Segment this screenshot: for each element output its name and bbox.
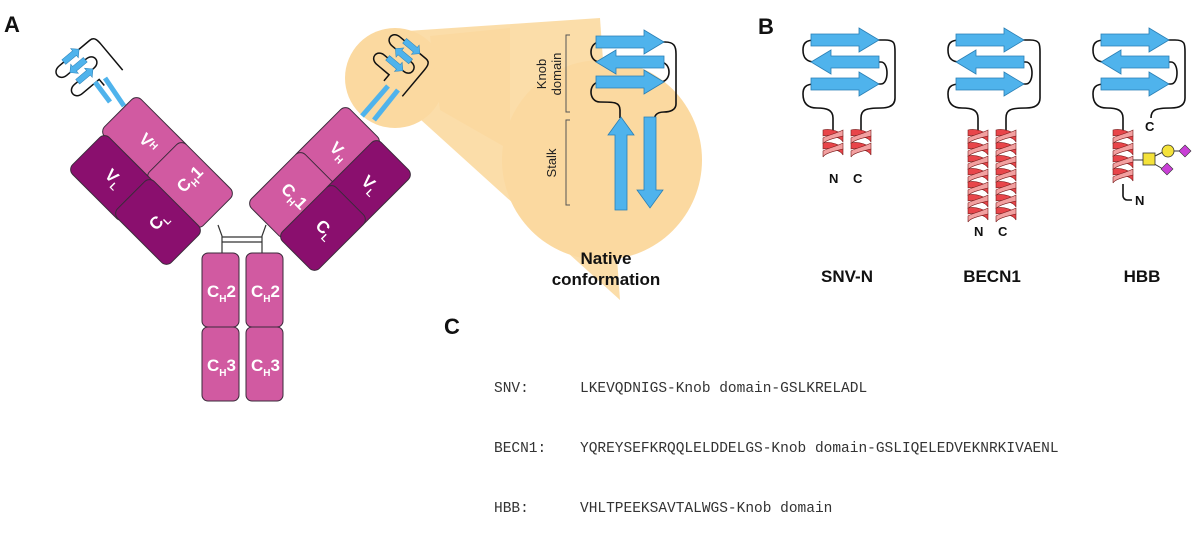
panel-c-label: C xyxy=(444,314,460,339)
fc-region: CH2 CH2 CH3 CH3 xyxy=(201,252,284,402)
sequence-row: SNV: LKEVQDNIGS-Knob domain-GSLKRELADL xyxy=(494,379,1059,399)
snv-n-helix-right xyxy=(850,129,872,158)
right-arm-stalk xyxy=(360,84,400,122)
glycan-square-icon xyxy=(1142,152,1156,166)
hbb-c-terminus: C xyxy=(1145,119,1155,134)
stalk-strand-up xyxy=(607,116,635,211)
right-fab: VH CH1 VL CL xyxy=(249,107,411,271)
becn1-caption: BECN1 xyxy=(963,267,1021,286)
hbb-caption: HBB xyxy=(1124,267,1161,286)
panel-b-label: B xyxy=(758,14,774,39)
glycan-tree xyxy=(1133,144,1192,176)
snv-n-n-terminus: N xyxy=(829,171,838,186)
hbb-topology: C N xyxy=(1092,27,1192,208)
glycan-diamond-icon xyxy=(1178,144,1192,158)
becn1-n-terminus: N xyxy=(974,224,983,239)
svg-text:CH3: CH3 xyxy=(251,356,280,379)
becn1-c-terminus: C xyxy=(998,224,1008,239)
left-fab: VH CH1 VL CL xyxy=(70,97,233,265)
left-arm-stalk xyxy=(93,76,127,108)
stalk-bracket xyxy=(565,119,570,206)
hbb-n-terminus: N xyxy=(1135,193,1144,208)
sequence-text: VHLTPEEKSAVTALWGS-Knob domain xyxy=(580,501,833,517)
right-arm-knob-motif xyxy=(372,33,429,97)
panel-a-label: A xyxy=(4,12,20,37)
sequence-text: LKEVQDNIGS-Knob domain-GSLKRELADL xyxy=(580,381,868,397)
glycan-circle-icon xyxy=(1161,144,1175,158)
hinge-region xyxy=(217,224,267,256)
hbb-helix xyxy=(1112,129,1134,184)
sequence-list: SNV: LKEVQDNIGS-Knob domain-GSLKRELADL B… xyxy=(494,339,1059,539)
becn1-helix-right xyxy=(995,129,1017,223)
svg-text:CH2: CH2 xyxy=(251,282,280,305)
right-cl-domain xyxy=(280,185,366,271)
svg-text:CH2: CH2 xyxy=(207,282,236,305)
stalk-label: Stalk xyxy=(544,148,559,177)
sequence-row: HBB: VHLTPEEKSAVTALWGS-Knob domain xyxy=(494,499,1059,519)
right-ch3-domain xyxy=(245,326,284,402)
snv-n-topology: N C xyxy=(802,27,896,186)
knob-bracket xyxy=(565,34,570,113)
sequence-row: BECN1: YQREYSEFKRQQLELDDELGS-Knob domain… xyxy=(494,439,1059,459)
stalk-strand-down xyxy=(636,116,664,209)
inset-circle xyxy=(502,60,702,260)
sequence-text: YQREYSEFKRQQLELDDELGS-Knob domain-GSLIQE… xyxy=(580,441,1059,457)
becn1-helix-left xyxy=(967,129,989,223)
figure-canvas: A VH CH1 VL CL xyxy=(4,12,1192,402)
knob-domain-label: Knobdomain xyxy=(534,53,564,96)
snv-n-helix-left xyxy=(822,129,844,158)
sequence-name: BECN1: xyxy=(494,441,547,457)
sequence-name: HBB: xyxy=(494,501,529,517)
glycan-diamond-icon xyxy=(1160,162,1174,176)
svg-text:CH3: CH3 xyxy=(207,356,236,379)
sequence-name: SNV: xyxy=(494,381,529,397)
snv-n-c-terminus: C xyxy=(853,171,863,186)
becn1-topology: N C xyxy=(947,27,1041,239)
left-ch3-domain xyxy=(201,326,240,402)
inset-native-conformation: Knobdomain Stalk xyxy=(534,29,677,211)
zoom-source-circle xyxy=(345,28,445,128)
left-cl-domain xyxy=(115,179,201,265)
snv-n-caption: SNV-N xyxy=(821,267,873,286)
left-arm-knob-motif xyxy=(55,38,124,97)
